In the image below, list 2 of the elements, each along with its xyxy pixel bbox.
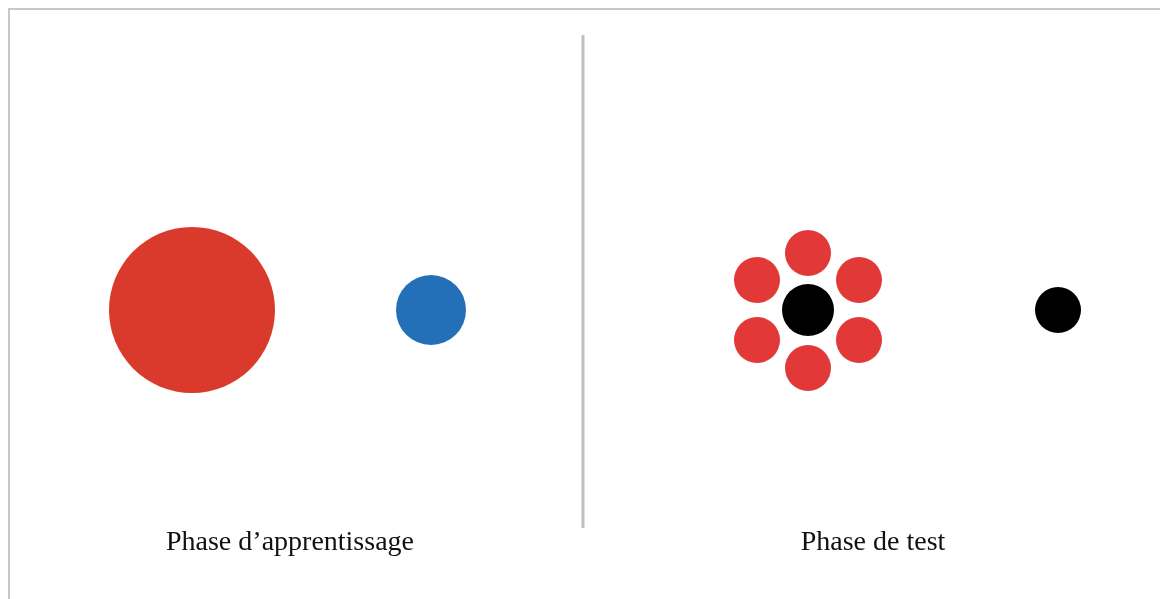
- phase-caption: Phase d’apprentissage: [166, 525, 414, 557]
- phase-caption: Phase de test: [800, 525, 946, 557]
